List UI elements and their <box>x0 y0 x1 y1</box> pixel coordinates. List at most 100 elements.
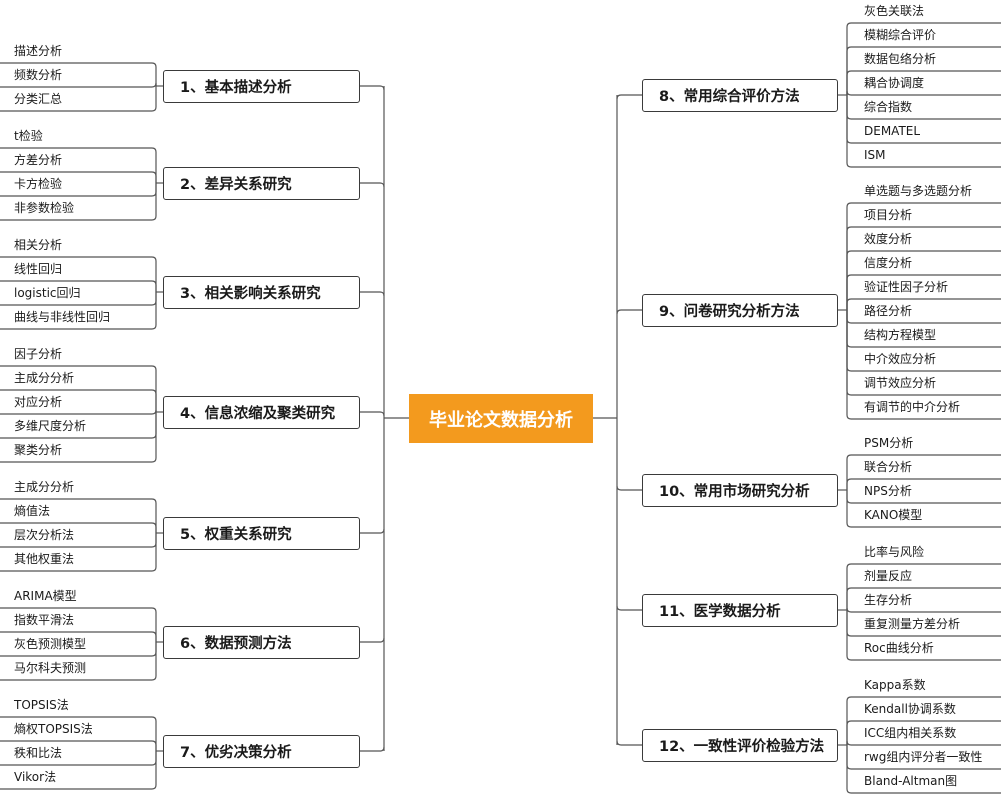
leaf-item[interactable]: 效度分析 <box>864 232 913 246</box>
branch-connector <box>360 182 385 188</box>
branch-node-12[interactable]: 12、一致性评价检验方法 <box>642 728 838 762</box>
branch-node-1[interactable]: 1、基本描述分析 <box>163 69 360 103</box>
leaf-item[interactable]: 马尔科夫预测 <box>14 661 87 675</box>
branch-connector <box>616 94 642 100</box>
leaf-item[interactable]: 因子分析 <box>14 347 63 361</box>
leaf-item[interactable]: 其他权重法 <box>14 552 75 566</box>
leaf-item[interactable]: 主成分分析 <box>14 480 75 494</box>
leaf-item[interactable]: 聚类分析 <box>14 443 63 457</box>
leaf-connector <box>0 256 157 292</box>
leaf-connector <box>846 607 1001 613</box>
leaf-item[interactable]: ICC组内相关系数 <box>864 726 957 740</box>
leaf-item[interactable]: 数据包络分析 <box>864 52 937 66</box>
branch-node-10[interactable]: 10、常用市场研究分析 <box>642 473 838 507</box>
branch-connector <box>616 740 642 746</box>
leaf-item[interactable]: 路径分析 <box>864 304 913 318</box>
leaf-item[interactable]: 对应分析 <box>14 395 63 409</box>
branch-node-6[interactable]: 6、数据预测方法 <box>163 625 360 659</box>
leaf-item[interactable]: 单选题与多选题分析 <box>864 184 973 198</box>
leaf-item[interactable]: 项目分析 <box>864 208 913 222</box>
leaf-item[interactable]: 有调节的中介分析 <box>864 400 961 414</box>
leaf-connector <box>0 498 157 533</box>
branch-node-8[interactable]: 8、常用综合评价方法 <box>642 78 838 112</box>
leaf-item[interactable]: PSM分析 <box>864 436 914 450</box>
leaf-connector <box>846 745 1001 794</box>
leaf-item[interactable]: ARIMA模型 <box>14 589 77 603</box>
leaf-connector <box>846 226 1001 310</box>
leaf-connector <box>0 280 157 292</box>
leaf-item[interactable]: 指数平滑法 <box>14 613 75 627</box>
branch-node-11[interactable]: 11、医学数据分析 <box>642 593 838 627</box>
leaf-item[interactable]: 分类汇总 <box>14 92 63 106</box>
leaf-item[interactable]: 多维尺度分析 <box>14 419 87 433</box>
leaf-item[interactable]: 描述分析 <box>14 44 63 58</box>
leaf-connector <box>846 90 1001 96</box>
leaf-item[interactable]: Kendall协调系数 <box>864 702 956 716</box>
leaf-item[interactable]: Bland-Altman图 <box>864 774 958 788</box>
leaf-connector <box>846 22 1001 95</box>
leaf-item[interactable]: 秩和比法 <box>14 746 63 760</box>
leaf-item[interactable]: Vikor法 <box>14 770 57 784</box>
leaf-item[interactable]: ISM <box>864 148 886 162</box>
leaf-connector <box>846 720 1001 745</box>
leaf-connector <box>846 298 1001 310</box>
leaf-connector <box>846 202 1001 310</box>
branch-connector <box>616 309 642 315</box>
leaf-item[interactable]: 中介效应分析 <box>864 352 937 366</box>
leaf-item[interactable]: 方差分析 <box>14 153 63 167</box>
leaf-item[interactable]: 模糊综合评价 <box>864 28 937 42</box>
leaf-item[interactable]: 卡方检验 <box>14 177 63 191</box>
branch-node-7[interactable]: 7、优劣决策分析 <box>163 734 360 768</box>
leaf-item[interactable]: NPS分析 <box>864 484 912 498</box>
leaf-item[interactable]: 重复测量方差分析 <box>864 617 961 631</box>
leaf-connector <box>0 147 157 183</box>
leaf-item[interactable]: 剂量反应 <box>864 569 913 583</box>
branch-node-4[interactable]: 4、信息浓缩及聚类研究 <box>163 395 360 429</box>
leaf-item[interactable]: 主成分分析 <box>14 371 75 385</box>
branch-node-9[interactable]: 9、问卷研究分析方法 <box>642 293 838 327</box>
leaf-item[interactable]: 耦合协调度 <box>864 76 925 90</box>
leaf-connector <box>0 183 157 221</box>
leaf-item[interactable]: 层次分析法 <box>14 528 75 542</box>
leaf-item[interactable]: 综合指数 <box>864 100 913 114</box>
leaf-item[interactable]: 非参数检验 <box>14 201 75 215</box>
leaf-item[interactable]: 频数分析 <box>14 68 63 82</box>
branch-node-3[interactable]: 3、相关影响关系研究 <box>163 275 360 309</box>
branch-connector <box>360 746 385 752</box>
leaf-item[interactable]: 信度分析 <box>864 256 913 270</box>
leaf-item[interactable]: KANO模型 <box>864 508 923 522</box>
leaf-item[interactable]: 结构方程模型 <box>864 328 937 342</box>
leaf-item[interactable]: 比率与风险 <box>864 545 925 559</box>
branch-node-5[interactable]: 5、权重关系研究 <box>163 516 360 550</box>
leaf-item[interactable]: 生存分析 <box>864 593 913 607</box>
leaf-connector <box>0 607 157 642</box>
leaf-connector <box>0 62 157 86</box>
leaf-item[interactable]: 灰色预测模型 <box>14 637 87 651</box>
leaf-connector <box>0 86 157 112</box>
leaf-item[interactable]: 熵权TOPSIS法 <box>14 722 93 736</box>
leaf-connector <box>0 740 157 751</box>
leaf-item[interactable]: 熵值法 <box>14 504 51 518</box>
leaf-item[interactable]: 调节效应分析 <box>864 376 937 390</box>
leaf-item[interactable]: t检验 <box>14 129 43 143</box>
leaf-connector <box>0 533 157 572</box>
leaf-connector <box>846 250 1001 310</box>
leaf-item[interactable]: logistic回归 <box>14 286 81 300</box>
leaf-item[interactable]: Kappa系数 <box>864 678 926 692</box>
leaf-item[interactable]: 联合分析 <box>864 460 913 474</box>
branch-node-2[interactable]: 2、差异关系研究 <box>163 166 360 200</box>
leaf-item[interactable]: 线性回归 <box>14 262 63 276</box>
leaf-item[interactable]: 验证性因子分析 <box>864 280 949 294</box>
leaf-connector <box>846 478 1001 490</box>
leaf-item[interactable]: DEMATEL <box>864 124 921 138</box>
leaf-item[interactable]: rwg组内评分者一致性 <box>864 750 983 764</box>
leaf-item[interactable]: Roc曲线分析 <box>864 641 934 655</box>
leaf-item[interactable]: TOPSIS法 <box>14 698 69 712</box>
leaf-item[interactable]: 灰色关联法 <box>864 4 925 18</box>
leaf-item[interactable]: 相关分析 <box>14 238 63 252</box>
leaf-item[interactable]: 曲线与非线性回归 <box>14 310 111 324</box>
leaf-connector <box>846 610 1001 661</box>
central-topic[interactable]: 毕业论文数据分析 <box>409 394 593 443</box>
leaf-connector <box>0 631 157 642</box>
